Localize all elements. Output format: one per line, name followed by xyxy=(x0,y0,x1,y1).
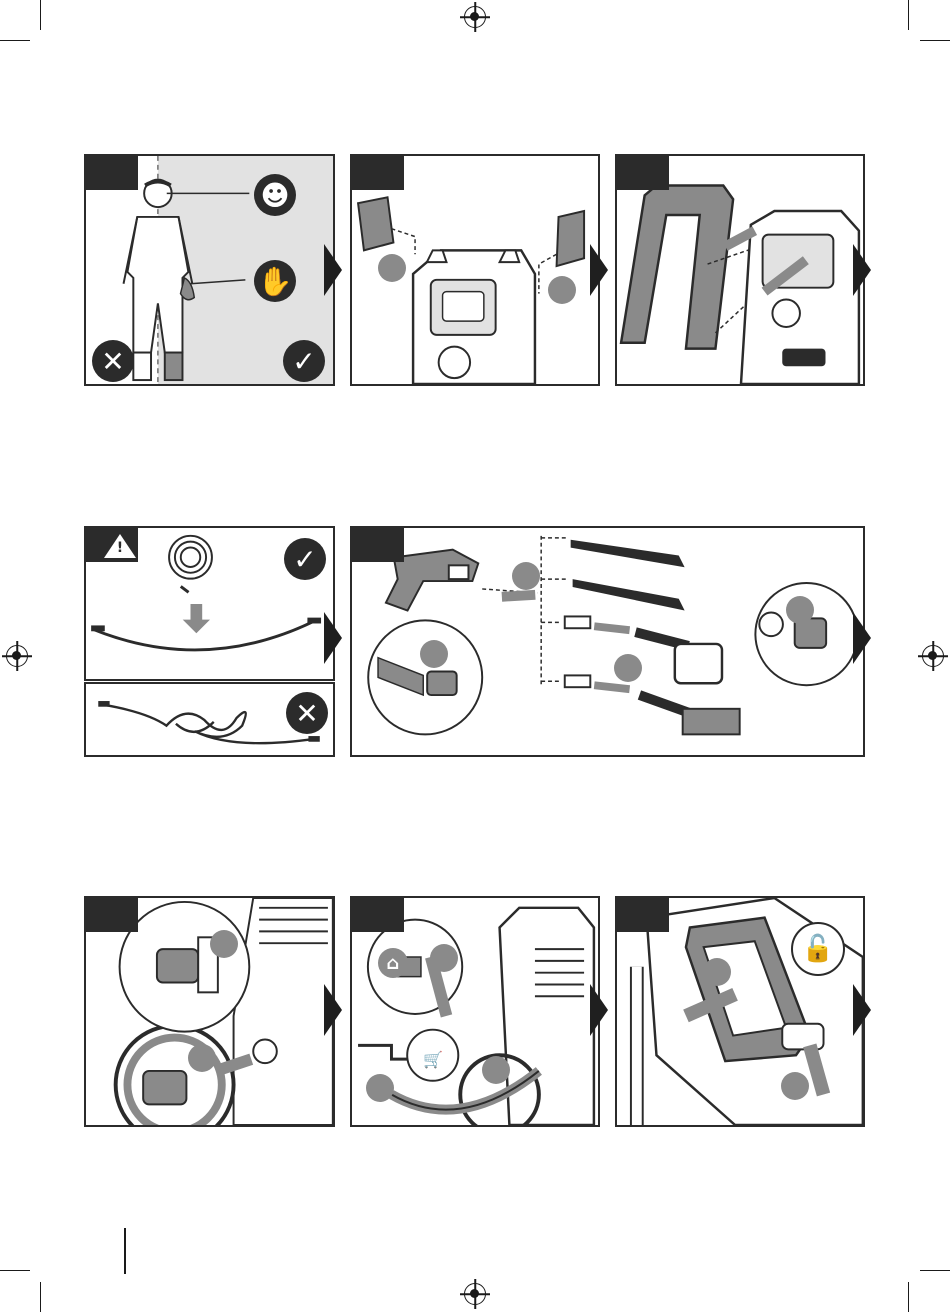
crop-mark xyxy=(0,40,30,41)
face-shield-icon: ☻ xyxy=(254,174,296,216)
next-arrow xyxy=(853,984,871,1036)
step-tab xyxy=(86,156,138,190)
crop-mark xyxy=(0,1270,30,1271)
gloves-icon: ✋ xyxy=(254,260,296,302)
outlet-illustration xyxy=(86,898,333,1125)
step-marker xyxy=(786,596,814,624)
next-arrow xyxy=(324,984,342,1036)
step-tab xyxy=(617,898,669,932)
warning-exclamation: ! xyxy=(116,540,124,556)
step-tab xyxy=(352,156,404,190)
crop-mark xyxy=(908,0,909,30)
panel-unlock-trigger: 🔓 xyxy=(615,896,865,1127)
cart-icon: 🛒 xyxy=(418,1044,448,1074)
step-marker xyxy=(210,930,238,958)
crop-mark xyxy=(920,40,950,41)
step-marker xyxy=(378,254,406,282)
step-marker xyxy=(430,944,458,972)
step-marker xyxy=(614,654,642,682)
next-arrow xyxy=(853,612,871,664)
step-tab xyxy=(617,156,669,190)
panel-hose-tangled: ✕ xyxy=(84,682,335,757)
step-marker xyxy=(703,958,731,986)
step-marker xyxy=(548,276,576,304)
step-tab xyxy=(86,898,138,932)
cross-icon: ✕ xyxy=(92,340,134,382)
panel-attach-handle xyxy=(615,154,865,386)
cross-icon: ✕ xyxy=(286,692,328,734)
next-arrow xyxy=(853,244,871,296)
tap-icon: ⌂ xyxy=(378,948,408,978)
panel-connect-water: ⌂ 🛒 xyxy=(350,896,600,1127)
step-marker xyxy=(781,1072,809,1100)
unlock-icon: 🔓 xyxy=(791,922,845,976)
step-marker xyxy=(482,1056,510,1084)
handle-illustration xyxy=(617,156,863,384)
step-marker xyxy=(512,562,540,590)
step-tab xyxy=(352,898,404,932)
crop-mark xyxy=(40,0,41,30)
crop-mark xyxy=(40,1282,41,1312)
check-icon: ✓ xyxy=(283,340,325,382)
registration-mark-left xyxy=(6,645,28,667)
next-arrow xyxy=(590,984,608,1036)
panel-safety-gear: ☻ ✋ ✕ ✓ xyxy=(84,154,335,386)
step-marker xyxy=(188,1044,216,1072)
next-arrow xyxy=(324,244,342,296)
registration-mark-top xyxy=(464,6,486,28)
registration-mark-right xyxy=(922,645,944,667)
step-marker xyxy=(420,640,448,668)
crop-mark xyxy=(908,1282,909,1312)
page-rule xyxy=(124,1228,126,1274)
next-arrow xyxy=(590,244,608,296)
crop-mark xyxy=(920,1270,950,1271)
check-icon: ✓ xyxy=(284,538,326,580)
panel-connect-outlet xyxy=(84,896,335,1127)
step-marker xyxy=(366,1074,394,1102)
step-tab xyxy=(352,528,404,562)
registration-mark-bottom xyxy=(464,1283,486,1305)
panel-hose-straight: ! ✓ xyxy=(84,526,335,681)
warning-tab: ! xyxy=(86,528,138,562)
panel-attach-lance-nozzles xyxy=(350,526,865,757)
panel-attach-holders xyxy=(350,154,600,386)
next-arrow xyxy=(324,612,342,664)
